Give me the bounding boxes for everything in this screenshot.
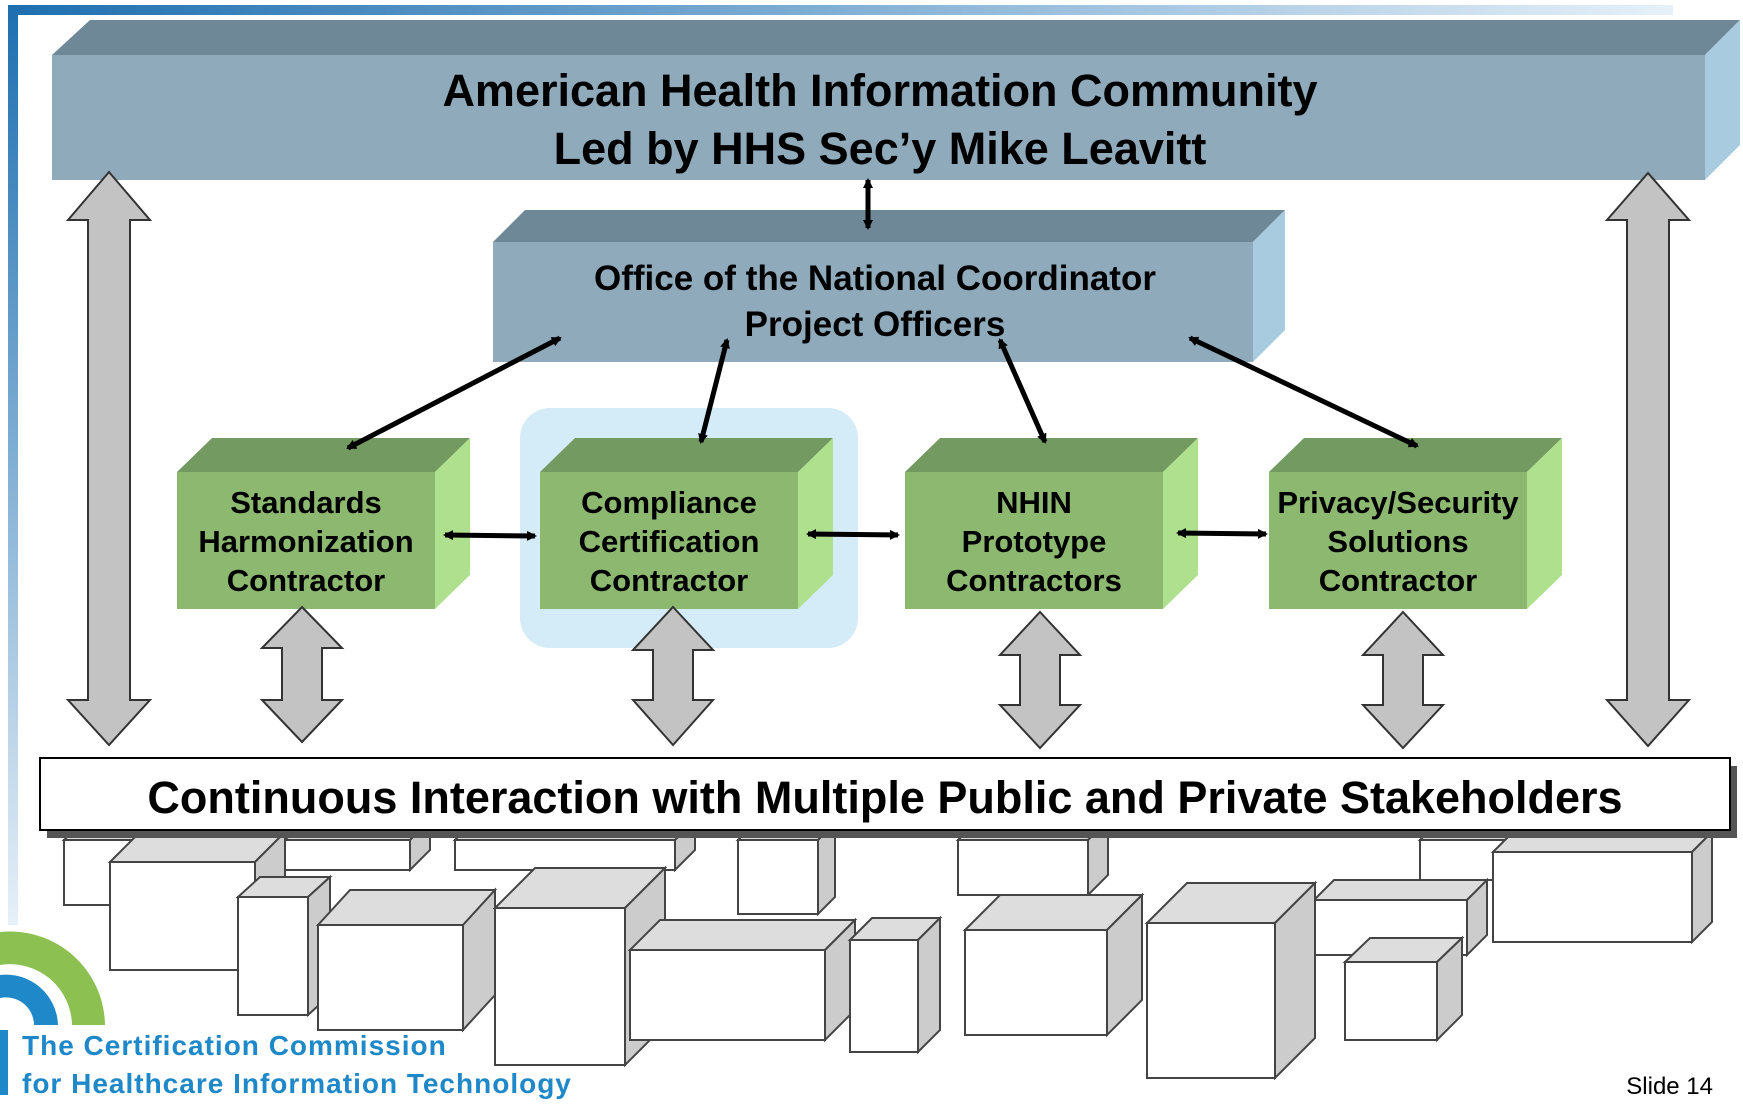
onc-title: Office of the National Coordinator Proje… — [495, 256, 1255, 348]
contractor-box-standards — [177, 438, 470, 609]
arrow-onc-privacy — [1188, 335, 1419, 449]
contractor-label-nhin: NHIN Prototype Contractors — [889, 483, 1179, 600]
ahic-title-line1: American Health Information Community — [442, 65, 1318, 116]
contractor-label-line: Contractor — [226, 563, 386, 598]
short-arrow-privacy — [1360, 610, 1446, 750]
left-rule — [8, 5, 18, 925]
arrow-nhin-privacy — [1176, 528, 1268, 539]
contractor-label-line: Prototype — [961, 524, 1107, 559]
ahic-title-line2: Led by HHS Sec’y Mike Leavitt — [553, 123, 1207, 174]
top-rule — [8, 5, 1673, 15]
contractor-label-line: Contractor — [589, 563, 749, 598]
arrow-standards-compliance — [443, 530, 537, 541]
contractor-label-line: Solutions — [1327, 524, 1469, 559]
stakeholder-cubes — [61, 814, 1715, 1081]
contractor-label-privacy: Privacy/Security Solutions Contractor — [1253, 483, 1543, 600]
contractor-label-standards: Standards Harmonization Contractor — [161, 483, 451, 600]
big-arrow-right — [1604, 171, 1692, 748]
onc-title-line2: Project Officers — [744, 305, 1006, 344]
contractor-box-nhin — [905, 438, 1198, 609]
contractor-box-compliance — [540, 438, 833, 609]
contractor-label-line: Contractors — [946, 563, 1122, 598]
arrow-onc-compliance — [698, 338, 730, 444]
cchit-logo — [0, 931, 105, 1095]
short-arrow-compliance — [630, 605, 716, 747]
contractor-box-privacy — [1269, 438, 1562, 609]
contractor-label-line: NHIN — [996, 485, 1072, 520]
contractor-label-line: Privacy/Security — [1277, 485, 1519, 520]
stakeholder-banner-text: Continuous Interaction with Multiple Pub… — [147, 772, 1623, 823]
contractor-label-line: Certification — [578, 524, 760, 559]
arrow-onc-nhin — [997, 338, 1048, 444]
short-arrow-standards — [259, 605, 345, 744]
org-name-line1: The Certification Commission — [22, 1030, 447, 1061]
big-arrow-left — [65, 170, 153, 747]
ahic-box — [52, 20, 1740, 180]
arrow-onc-standards — [346, 335, 562, 451]
org-name-line2: for Healthcare Information Technology — [22, 1068, 572, 1099]
short-arrow-nhin — [997, 610, 1083, 750]
onc-box — [493, 210, 1285, 362]
contractor-label-line: Harmonization — [198, 524, 414, 559]
contractor-label-line: Standards — [230, 485, 382, 520]
slide-number: Slide 14 — [1626, 1073, 1713, 1100]
stakeholder-banner — [39, 757, 1731, 831]
onc-title-line1: Office of the National Coordinator — [594, 259, 1156, 298]
contractor-label-line: Compliance — [581, 485, 757, 520]
arrow-compliance-nhin — [806, 529, 900, 540]
ahic-title: American Health Information Community Le… — [60, 62, 1700, 178]
contractor-label-compliance: Compliance Certification Contractor — [524, 483, 814, 600]
contractor-label-line: Contractor — [1318, 563, 1478, 598]
